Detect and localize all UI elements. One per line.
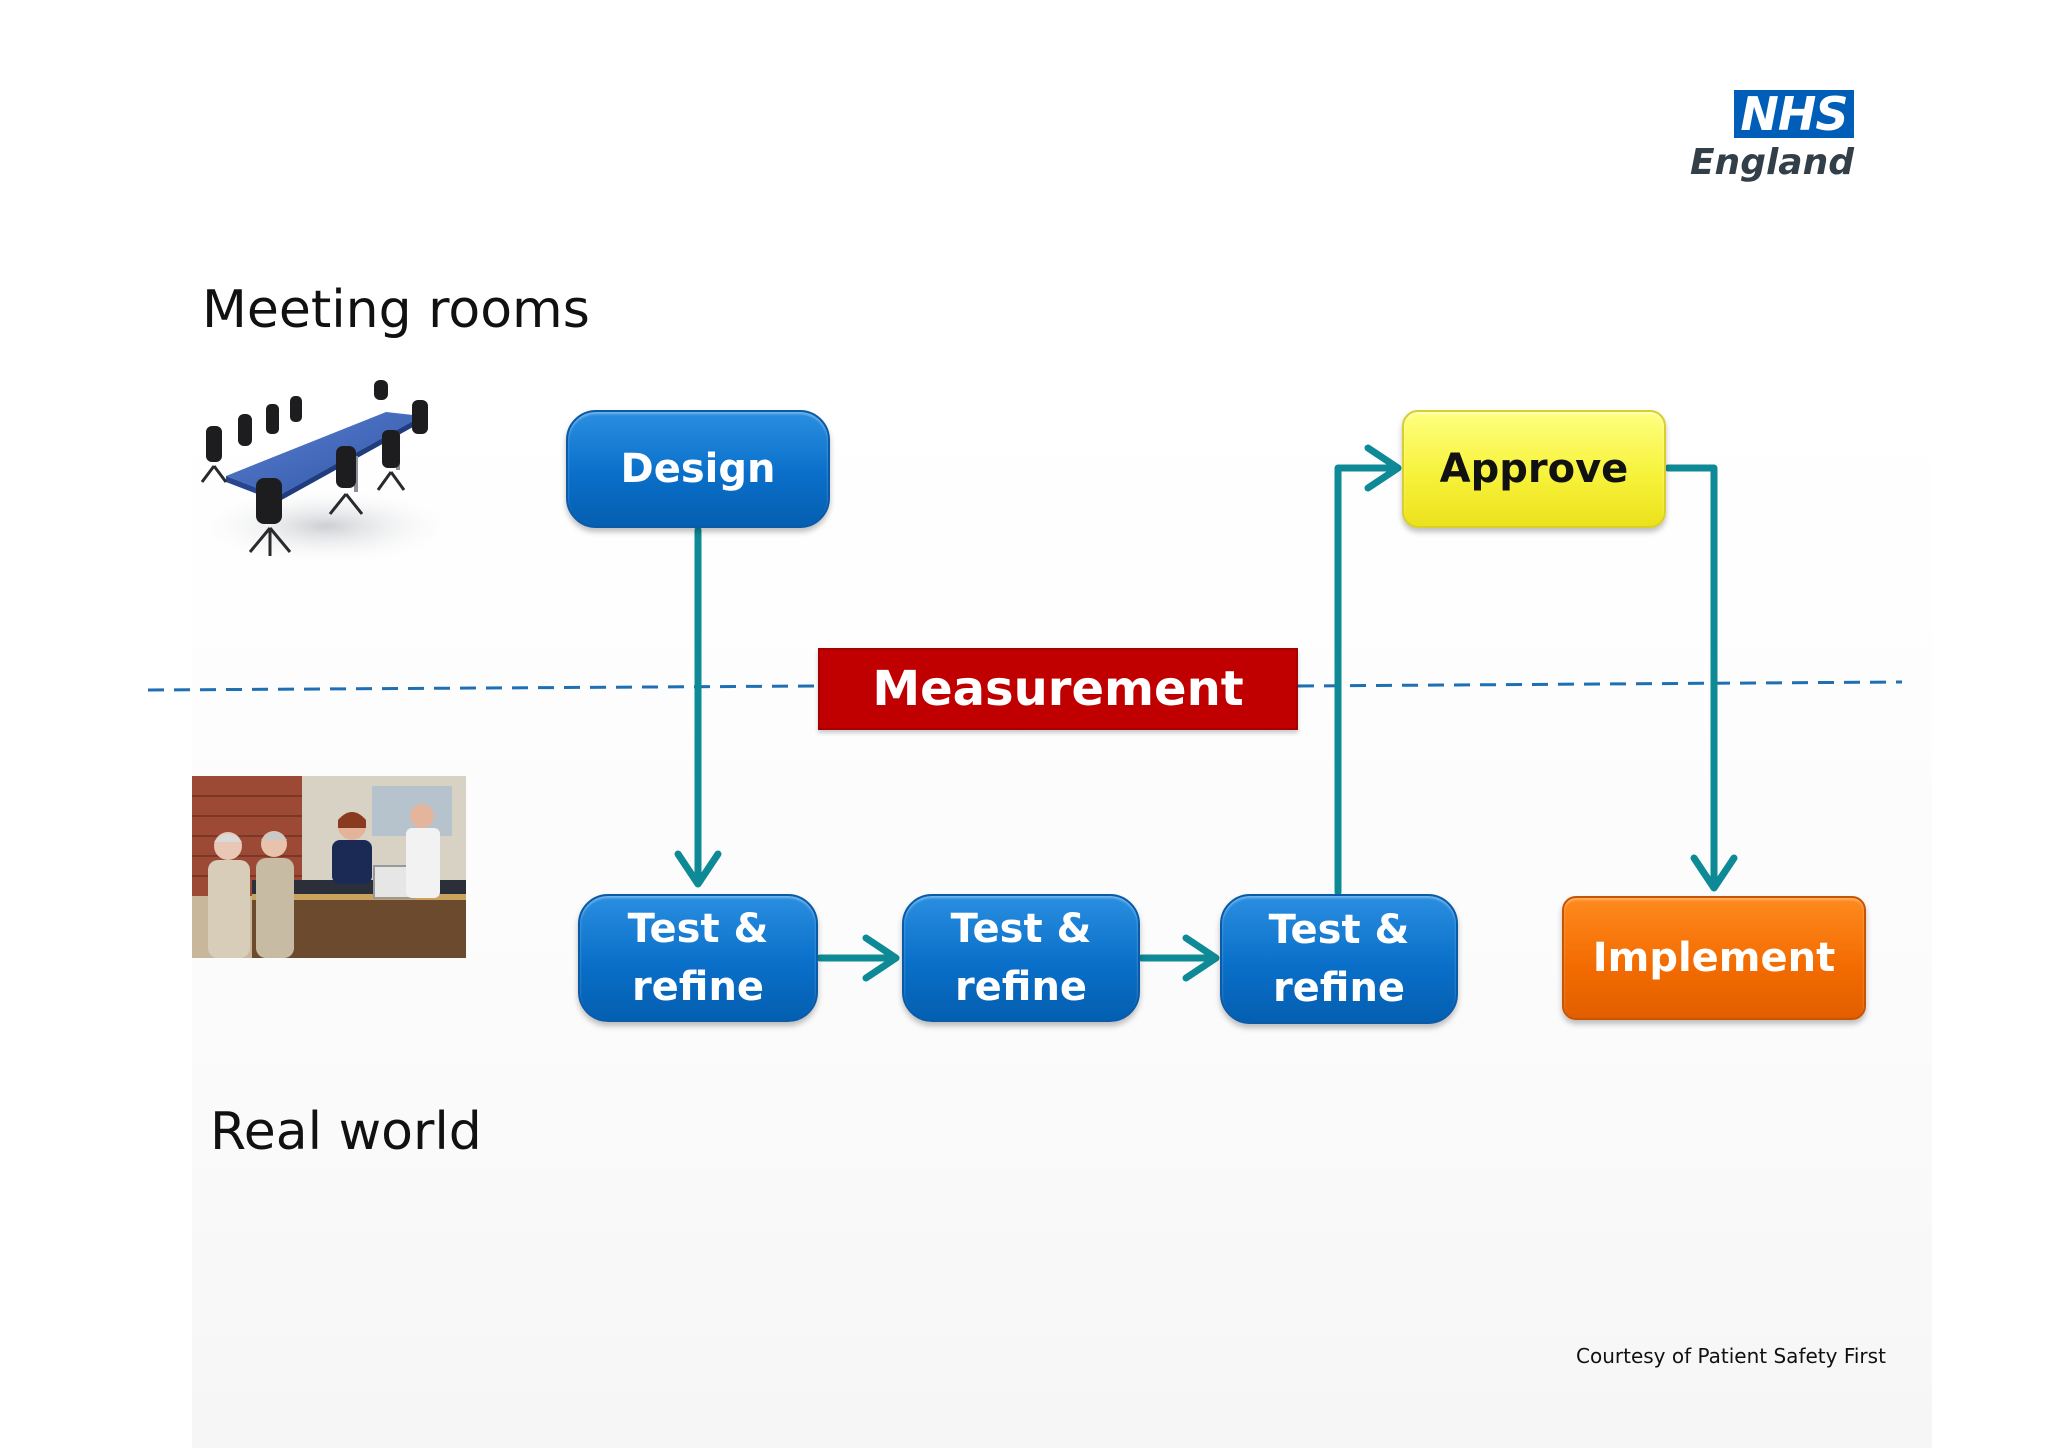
implement-label: Implement — [1592, 935, 1836, 981]
design-label: Design — [620, 446, 776, 492]
arrowhead-test1-to-test2 — [862, 934, 900, 982]
measurement-label: Measurement — [872, 661, 1244, 717]
test-refine-1-line2: refine — [631, 964, 765, 1010]
arrowhead-test3-to-approve — [1364, 444, 1402, 492]
arrow-test3-to-approve — [1334, 464, 1398, 896]
region-label-real-world: Real world — [210, 1102, 482, 1162]
reception-desk-photo — [192, 776, 466, 958]
arrow-approve-to-implement — [1664, 464, 1718, 890]
region-label-meeting-rooms: Meeting rooms — [202, 280, 590, 340]
approve-box: Approve — [1402, 410, 1666, 528]
nhs-logo-subtitle: England — [1689, 142, 1854, 183]
test-refine-3-line2: refine — [1272, 965, 1406, 1011]
nhs-england-logo: NHS England — [1690, 86, 1858, 196]
implement-box: Implement — [1562, 896, 1866, 1020]
approve-label: Approve — [1439, 446, 1629, 492]
arrowhead-test2-to-test3 — [1182, 934, 1220, 982]
nhs-logo-mark: NHS — [1734, 90, 1854, 138]
test-refine-box-1: Test & refine — [578, 894, 818, 1022]
test-refine-1-line1: Test & — [627, 906, 769, 952]
meeting-room-photo — [186, 376, 466, 576]
arrowhead-approve-to-implement — [1690, 854, 1738, 892]
test-refine-2-line1: Test & — [950, 906, 1092, 952]
test-refine-box-3: Test & refine — [1220, 894, 1458, 1024]
divider-line-left — [147, 684, 819, 692]
test-refine-2-line2: refine — [954, 964, 1088, 1010]
test-refine-box-2: Test & refine — [902, 894, 1140, 1022]
test-refine-3-line1: Test & — [1268, 907, 1410, 953]
divider-line-right — [1297, 680, 1903, 688]
design-box: Design — [566, 410, 830, 528]
measurement-banner: Measurement — [818, 648, 1298, 730]
arrowhead-design-to-test1 — [674, 850, 722, 888]
credit-text: Courtesy of Patient Safety First — [1576, 1344, 1886, 1368]
